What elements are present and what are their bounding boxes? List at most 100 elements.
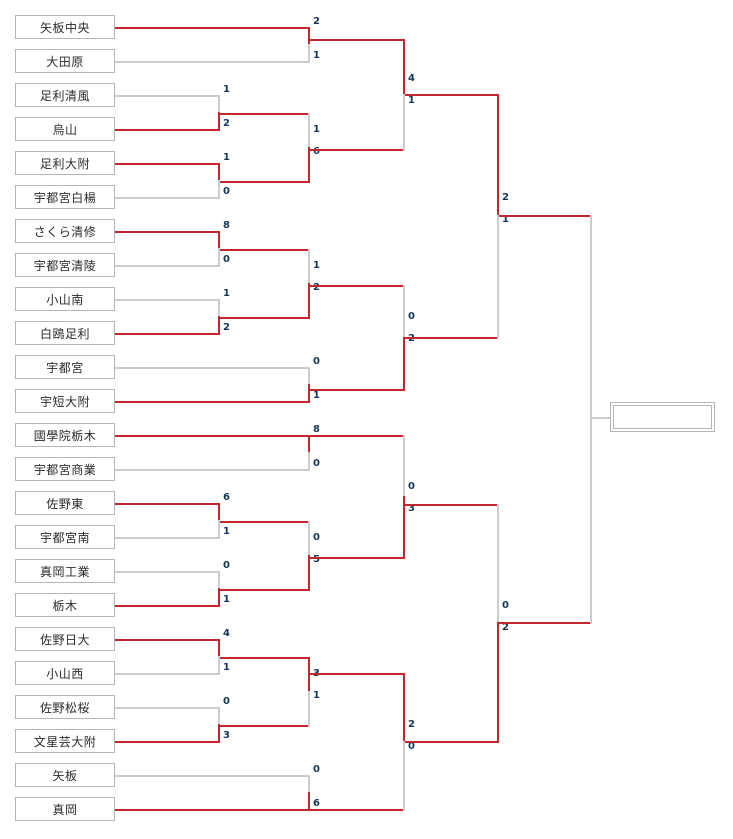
- team-name: 小山南: [46, 292, 84, 307]
- score-top: 0: [408, 311, 415, 322]
- score-top: 0: [313, 764, 320, 775]
- match-connector-winner: [403, 673, 405, 741]
- match-connector-loser: [403, 673, 405, 811]
- round-line: [405, 741, 499, 743]
- team-name: 宇都宮清陵: [33, 258, 97, 273]
- feeder-line: [115, 299, 220, 301]
- team-box[interactable]: 宇都宮南: [15, 525, 115, 549]
- team-box[interactable]: 烏山: [15, 117, 115, 141]
- round-line: [220, 113, 310, 115]
- team-box[interactable]: 宇都宮商業: [15, 457, 115, 481]
- team-box[interactable]: 佐野東: [15, 491, 115, 515]
- feeder-line: [115, 605, 220, 607]
- round-line: [405, 504, 499, 506]
- score-top: 2: [313, 16, 320, 27]
- team-name: 矢板: [52, 768, 78, 783]
- match-connector-winner: [308, 555, 310, 591]
- score-bottom: 0: [313, 458, 320, 469]
- team-name: 足利大附: [39, 156, 90, 171]
- score-bottom: 2: [223, 322, 230, 333]
- team-name: 宇都宮: [46, 360, 84, 375]
- team-box[interactable]: 文星芸大附: [15, 729, 115, 753]
- round-line: [310, 149, 405, 151]
- feeder-line: [115, 197, 220, 199]
- score-top: 2: [502, 192, 509, 203]
- score-top: 2: [408, 719, 415, 730]
- team-box[interactable]: 足利大附: [15, 151, 115, 175]
- feeder-line: [115, 231, 220, 233]
- team-name: 佐野松桜: [39, 700, 90, 715]
- score-bottom: 1: [223, 662, 230, 673]
- feeder-line: [115, 503, 220, 505]
- score-bottom: 1: [502, 214, 509, 225]
- score-bottom: 2: [502, 622, 509, 633]
- team-name: 足利清風: [39, 88, 90, 103]
- team-box[interactable]: 國學院栃木: [15, 423, 115, 447]
- match-connector-winner: [218, 588, 220, 607]
- score-top: 0: [313, 356, 320, 367]
- team-box[interactable]: 宇短大附: [15, 389, 115, 413]
- team-name: 小山西: [46, 666, 84, 681]
- round-line: [310, 673, 405, 675]
- match-connector-winner: [218, 112, 220, 131]
- match-connector-winner: [308, 792, 310, 811]
- team-name: 國學院栃木: [33, 428, 97, 443]
- match-connector-loser: [308, 435, 310, 471]
- team-box[interactable]: 大田原: [15, 49, 115, 73]
- match-connector-winner: [218, 639, 220, 656]
- match-connector-winner: [403, 337, 405, 391]
- score-top: 1: [223, 288, 230, 299]
- score-bottom: 3: [223, 730, 230, 741]
- round-line: [220, 249, 310, 251]
- score-top: 8: [223, 220, 230, 231]
- team-box[interactable]: 矢板中央: [15, 15, 115, 39]
- match-connector-loser: [218, 639, 220, 675]
- champion-box-inner: [613, 405, 712, 429]
- round-line: [310, 389, 405, 391]
- team-box[interactable]: 佐野日大: [15, 627, 115, 651]
- team-name: 宇都宮商業: [33, 462, 97, 477]
- score-bottom: 2: [408, 334, 415, 344]
- team-box[interactable]: 白鴎足利: [15, 321, 115, 345]
- feeder-line: [115, 435, 310, 437]
- team-box[interactable]: 真岡工業: [15, 559, 115, 583]
- round-line: [310, 39, 405, 41]
- team-box[interactable]: 足利清風: [15, 83, 115, 107]
- team-name: 宇都宮南: [39, 530, 90, 545]
- score-bottom: 2: [223, 118, 230, 129]
- team-name: 栃木: [52, 598, 78, 613]
- round-line: [405, 94, 499, 96]
- team-box[interactable]: 宇都宮清陵: [15, 253, 115, 277]
- team-name: 白鴎足利: [39, 326, 90, 341]
- team-box[interactable]: さくら清修: [15, 219, 115, 243]
- round-line: [220, 181, 310, 183]
- team-name: さくら清修: [33, 224, 97, 239]
- match-connector-winner: [403, 39, 405, 94]
- round-line: [310, 435, 405, 437]
- champion-box[interactable]: [610, 402, 715, 432]
- final-connector: [590, 215, 592, 624]
- match-connector-loser: [218, 231, 220, 267]
- feeder-line: [115, 673, 220, 675]
- team-box[interactable]: 小山西: [15, 661, 115, 685]
- match-connector-loser: [497, 94, 499, 339]
- match-connector-winner: [308, 657, 310, 691]
- team-name: 佐野東: [46, 496, 84, 511]
- final-line: [499, 215, 592, 217]
- feeder-line: [115, 537, 220, 539]
- match-connector-winner: [218, 163, 220, 180]
- score-bottom: 1: [408, 95, 415, 106]
- team-box[interactable]: 小山南: [15, 287, 115, 311]
- score-bottom: 1: [223, 594, 230, 605]
- feeder-line: [115, 809, 310, 811]
- team-box[interactable]: 宇都宮: [15, 355, 115, 379]
- team-name: 烏山: [52, 122, 78, 137]
- team-name: 矢板中央: [39, 20, 90, 35]
- team-box[interactable]: 矢板: [15, 763, 115, 787]
- team-box[interactable]: 栃木: [15, 593, 115, 617]
- team-box[interactable]: 宇都宮白楊: [15, 185, 115, 209]
- team-box[interactable]: 真岡: [15, 797, 115, 821]
- team-name: 真岡: [52, 802, 78, 817]
- team-box[interactable]: 佐野松桜: [15, 695, 115, 719]
